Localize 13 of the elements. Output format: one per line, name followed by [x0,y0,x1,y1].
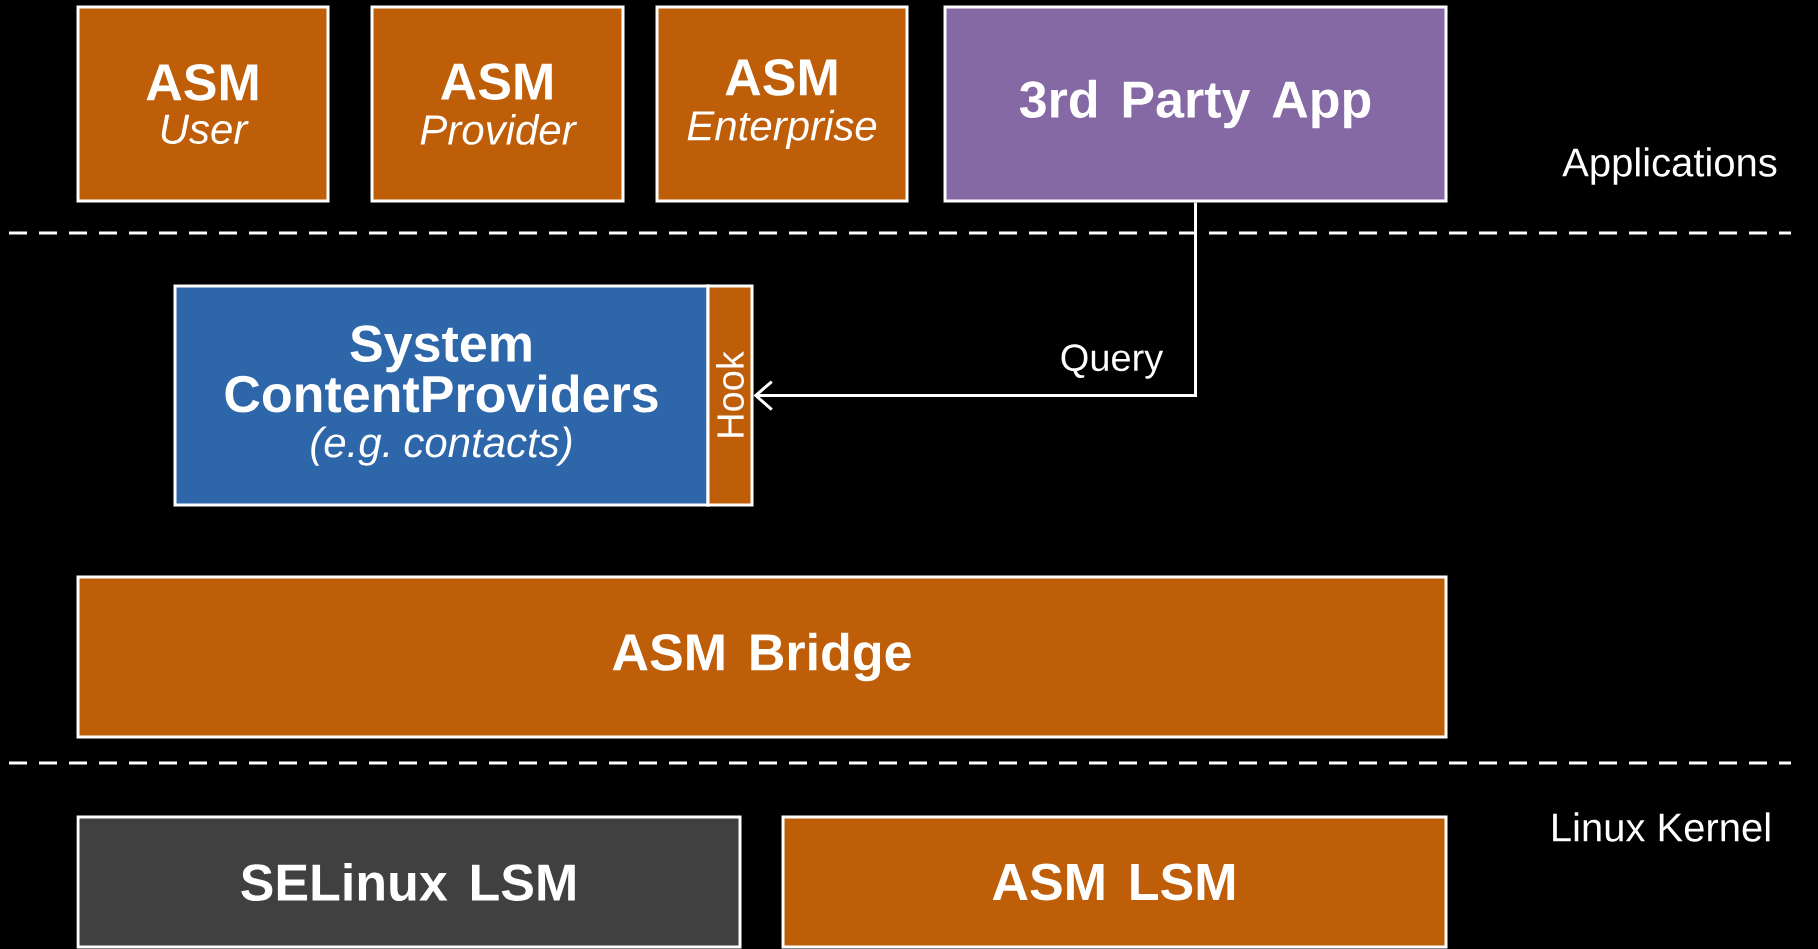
layer-box: ASM Provider [370,5,625,203]
edge-label: Query [1061,344,1164,379]
app-box: 3rd Party App [943,5,1448,203]
layer-box: ASM Bridge [76,575,1448,739]
arrow [753,202,1197,411]
layer-box: ASM LSM [781,815,1448,949]
layer-box: SELinux LSM [76,815,742,949]
hook-box: Hook [706,284,754,507]
layer-label: Applications [1562,147,1777,185]
provider-box: System ContentProviders (e.g. contacts) [173,284,710,507]
layer-label: Linux Kernel [1553,812,1770,842]
layer-box: ASM Enterprise [655,5,909,203]
layer-box: ASM User [76,5,330,203]
